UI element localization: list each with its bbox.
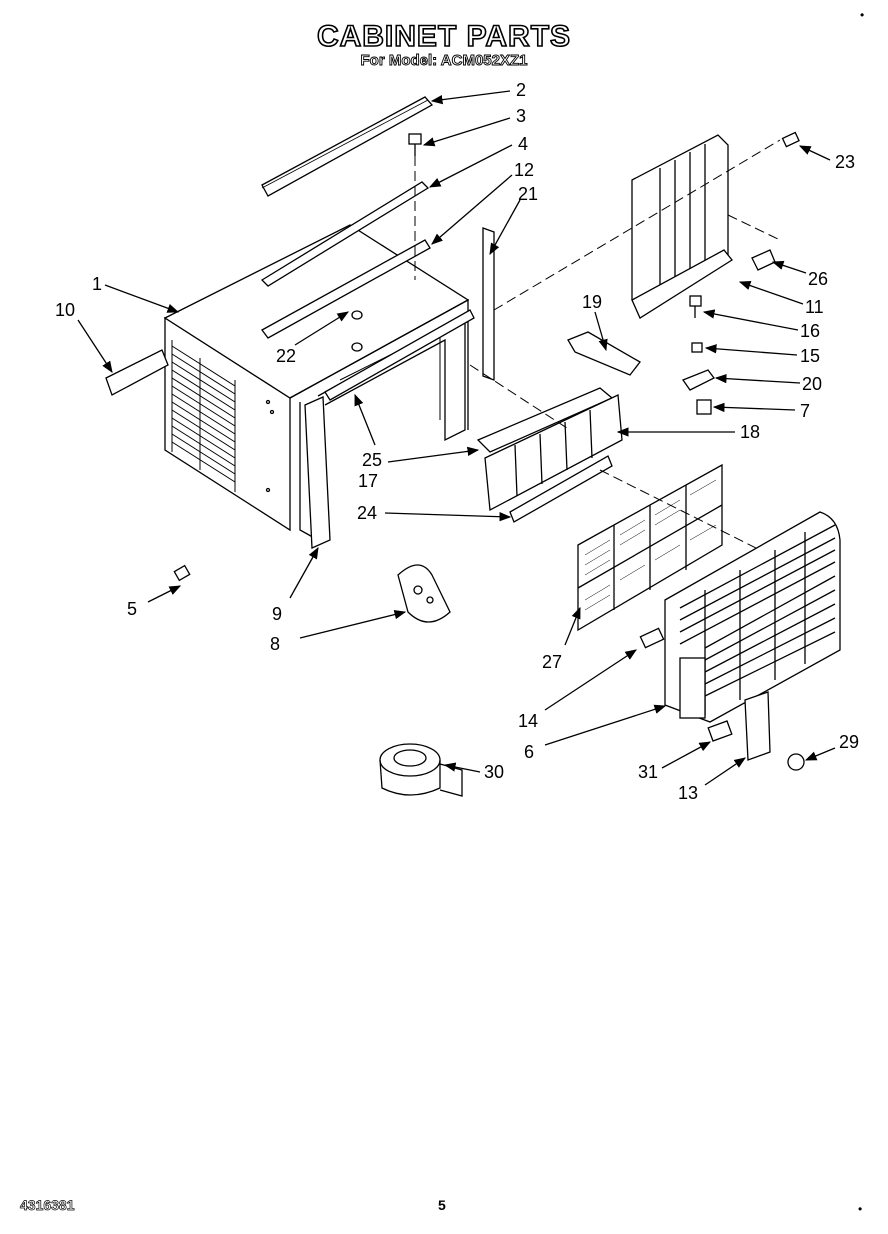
callout-27: 27 — [542, 652, 562, 672]
callout-3: 3 — [516, 106, 526, 126]
callout-17: 17 — [358, 471, 378, 491]
bracket-21 — [482, 227, 495, 381]
strip-24 — [509, 455, 613, 523]
mounting-bracket-8 — [397, 564, 451, 623]
rail-25 — [324, 309, 475, 401]
callout-16: 16 — [800, 321, 820, 341]
callout-24: 24 — [357, 503, 377, 523]
callout-9: 9 — [272, 604, 282, 624]
callout-22: 22 — [276, 346, 296, 366]
callout-26: 26 — [808, 269, 828, 289]
block-7 — [696, 399, 712, 415]
callout-23: 23 — [835, 152, 855, 172]
tape-roll-30 — [379, 743, 463, 797]
callout-1: 1 — [92, 274, 102, 294]
clip-15 — [691, 342, 703, 353]
clip-20 — [681, 369, 715, 391]
callout-2: 2 — [516, 80, 526, 100]
callout-6: 6 — [524, 742, 534, 762]
callout-13: 13 — [678, 783, 698, 803]
screw-5 — [173, 564, 191, 582]
top-rail — [261, 96, 434, 197]
corner-mark-top: • — [860, 8, 865, 22]
block-14 — [639, 627, 665, 649]
callout-4: 4 — [518, 134, 528, 154]
plate-13 — [744, 691, 771, 761]
strip-4 — [260, 181, 430, 287]
front-grille-6 — [664, 511, 841, 723]
callout-25: 25 — [362, 450, 382, 470]
lever-19 — [567, 331, 641, 376]
corner-mark-bottom: • — [858, 1202, 863, 1216]
callout-8: 8 — [270, 634, 280, 654]
callout-19: 19 — [582, 292, 602, 312]
rail-12 — [261, 239, 431, 339]
side-seal-9 — [304, 396, 331, 549]
callout-10: 10 — [55, 300, 75, 320]
page-title: CABINET PARTS — [316, 19, 572, 54]
callout-31: 31 — [638, 762, 658, 782]
filter-27 — [577, 463, 723, 632]
frame-18 — [484, 394, 623, 512]
side-bar-10 — [105, 349, 169, 396]
callout-29: 29 — [839, 732, 859, 752]
block-31 — [707, 720, 733, 742]
callout-labels: 1 2 3 4 5 6 7 8 9 10 11 12 13 14 15 16 1… — [55, 80, 859, 803]
callout-18: 18 — [740, 422, 760, 442]
wing-nut-26 — [751, 249, 776, 271]
model-subtitle: For Model: ACM052XZ1 — [360, 52, 528, 70]
grommet-22 — [351, 310, 363, 320]
callout-5: 5 — [127, 599, 137, 619]
screw-3 — [408, 133, 422, 156]
callout-11: 11 — [805, 297, 824, 317]
callout-30: 30 — [484, 762, 504, 782]
callout-20: 20 — [802, 374, 822, 394]
callout-21: 21 — [518, 184, 538, 204]
screw-23 — [781, 131, 800, 148]
screw-16 — [689, 295, 702, 318]
page-number: 5 — [438, 1197, 446, 1213]
side-curtain-frame-11 — [631, 134, 733, 319]
callout-14: 14 — [518, 711, 538, 731]
callout-7: 7 — [800, 401, 810, 421]
callout-15: 15 — [800, 346, 820, 366]
callout-12: 12 — [514, 160, 534, 180]
document-code: 4316381 — [20, 1197, 75, 1214]
knob-29 — [787, 753, 805, 771]
